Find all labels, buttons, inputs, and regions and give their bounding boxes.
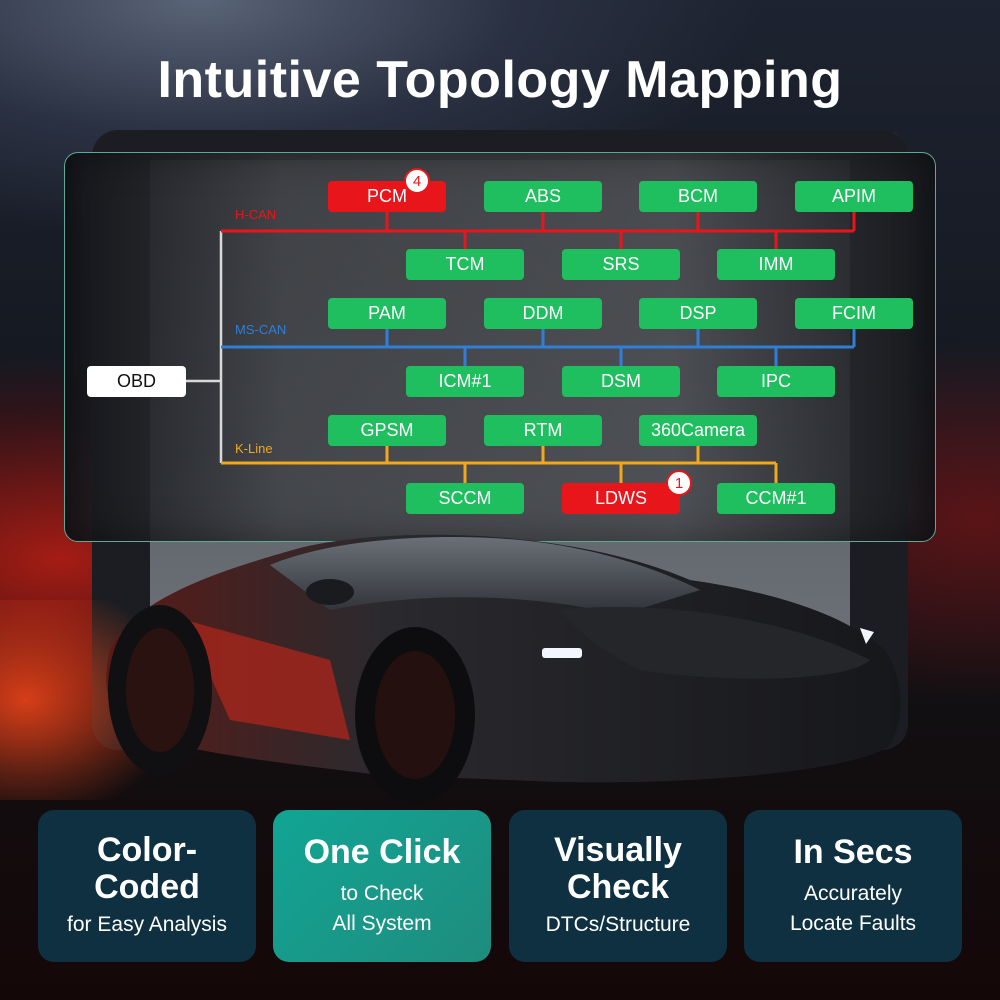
- h-can-bus-line: [221, 211, 856, 250]
- module-node-icm1[interactable]: ICM#1: [406, 366, 524, 397]
- k-line-bus-line: [221, 445, 778, 483]
- dtc-count-badge-pcm: 4: [404, 168, 430, 194]
- feature-card-color-coded: Color- Coded for Easy Analysis: [38, 810, 256, 962]
- feature-headline: Check: [566, 868, 670, 906]
- feature-subtext: to Check: [340, 881, 424, 905]
- module-node-360camera[interactable]: 360Camera: [639, 415, 757, 446]
- feature-subtext: for Easy Analysis: [67, 913, 227, 936]
- ms-can-label: MS-CAN: [235, 322, 287, 337]
- feature-headline: Visually: [554, 831, 682, 869]
- module-node-ldws[interactable]: LDWS: [562, 483, 680, 514]
- module-node-pam[interactable]: PAM: [328, 298, 446, 329]
- feature-card-one-click: One Click to Check All System: [273, 810, 491, 962]
- sports-car-image: [0, 534, 901, 803]
- module-node-ddm[interactable]: DDM: [484, 298, 602, 329]
- feature-subtext: Locate Faults: [789, 911, 917, 935]
- module-node-ccm1[interactable]: CCM#1: [717, 483, 835, 514]
- module-node-rtm[interactable]: RTM: [484, 415, 602, 446]
- h-can-label: H-CAN: [235, 207, 277, 222]
- k-line-label: K-Line: [235, 441, 273, 456]
- module-node-dsp[interactable]: DSP: [639, 298, 757, 329]
- module-node-abs[interactable]: ABS: [484, 181, 602, 212]
- feature-subtext: All System: [332, 911, 432, 935]
- obd-trunk-line: [186, 231, 223, 463]
- page-title: Intuitive Topology Mapping: [157, 51, 843, 109]
- obd-node[interactable]: OBD: [87, 366, 186, 397]
- module-node-tcm[interactable]: TCM: [406, 249, 524, 280]
- feature-card-visually-check: Visually Check DTCs/Structure: [509, 810, 727, 962]
- module-node-imm[interactable]: IMM: [717, 249, 835, 280]
- module-node-sccm[interactable]: SCCM: [406, 483, 524, 514]
- module-node-dsm[interactable]: DSM: [562, 366, 680, 397]
- feature-headline: Coded: [94, 868, 200, 906]
- feature-subtext: Accurately: [803, 881, 903, 905]
- feature-card-in-secs: In Secs Accurately Locate Faults: [744, 810, 962, 962]
- feature-subtext: DTCs/Structure: [545, 913, 691, 936]
- module-node-fcim[interactable]: FCIM: [795, 298, 913, 329]
- ms-can-bus-line: [221, 328, 856, 366]
- feature-headline: One Click: [303, 832, 461, 871]
- module-node-gpsm[interactable]: GPSM: [328, 415, 446, 446]
- module-node-srs[interactable]: SRS: [562, 249, 680, 280]
- dtc-count-badge-ldws: 1: [666, 470, 692, 496]
- module-node-ipc[interactable]: IPC: [717, 366, 835, 397]
- module-node-apim[interactable]: APIM: [795, 181, 913, 212]
- feature-headline: In Secs: [793, 832, 913, 871]
- feature-headline: Color-: [96, 831, 198, 869]
- module-node-bcm[interactable]: BCM: [639, 181, 757, 212]
